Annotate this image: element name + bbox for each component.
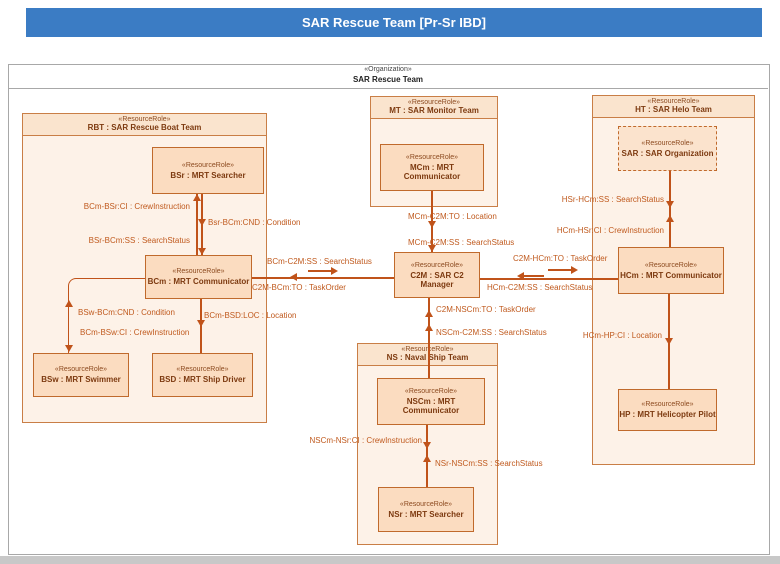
container-ht-name: HT : SAR Helo Team — [635, 105, 712, 114]
arrowhead-down-icon — [197, 320, 205, 327]
arrowhead-down-icon — [198, 248, 206, 255]
connector-c2m-nscm-line — [428, 298, 430, 378]
part-hcm-stereotype: «ResourceRole» — [644, 261, 698, 269]
container-ht-header: «ResourceRole» HT : SAR Helo Team — [593, 96, 754, 118]
container-mt-name: MT : SAR Monitor Team — [389, 106, 479, 115]
part-mcm-name: MCm : MRT Communicator — [403, 163, 461, 181]
connector-label-bcm-bsr-ci: BCm-BSr:CI : CrewInstruction — [83, 202, 190, 211]
arrowhead-right-icon — [331, 267, 338, 275]
container-ns-header: «ResourceRole» NS : Naval Ship Team — [358, 344, 497, 366]
connector-label-bsr-bcm-ss: BSr-BCm:SS : SearchStatus — [88, 236, 190, 245]
container-mt-header: «ResourceRole» MT : SAR Monitor Team — [371, 97, 497, 119]
part-c2m-name: C2M : SAR C2 Manager — [410, 270, 464, 289]
arrowhead-left-icon — [290, 273, 297, 281]
arrowhead-down-icon — [65, 345, 73, 352]
arrowhead-down-icon — [665, 338, 673, 345]
container-rbt-header: «ResourceRole» RBT : SAR Rescue Boat Tea… — [23, 114, 266, 136]
connector-label-mcm-c2m-to: MCm-C2M:TO : Location — [408, 212, 497, 221]
arrowhead-down-icon — [666, 201, 674, 208]
connector-label-mcm-c2m-ss: MCm-C2M:SS : SearchStatus — [408, 238, 515, 247]
part-hp-stereotype: «ResourceRole» — [641, 401, 694, 408]
part-nsr[interactable]: «ResourceRole» NSr : MRT Searcher — [378, 487, 474, 532]
container-ns-stereotype: «ResourceRole» — [358, 346, 497, 353]
connector-bcm-c2m-line — [252, 277, 394, 279]
arrowhead-left-icon — [517, 272, 524, 280]
part-bsr-name: BSr : MRT Searcher — [170, 170, 246, 180]
arrowhead-up-icon — [425, 310, 433, 317]
connector-label-hsr-hcm-ss: HSr-HCm:SS : SearchStatus — [561, 195, 664, 204]
part-nsr-stereotype: «ResourceRole» — [399, 500, 453, 508]
connector-label-c2m-nscm-to: C2M-NSCm:TO : TaskOrder — [436, 305, 536, 314]
part-bsd[interactable]: «ResourceRole» BSD : MRT Ship Driver — [152, 353, 253, 397]
part-nscm-stereotype: «ResourceRole» — [404, 388, 458, 395]
arrowhead-down-icon — [198, 219, 206, 226]
container-ht-stereotype: «ResourceRole» — [647, 98, 700, 105]
connector-label-nscm-nsr-ci: NSCm-NSr:CI : CrewInstruction — [309, 436, 422, 445]
part-nscm[interactable]: «ResourceRole» NSCm : MRT Communicator — [377, 378, 485, 425]
arrowhead-up-icon — [666, 215, 674, 222]
bottom-strip — [0, 556, 780, 564]
part-bsd-stereotype: «ResourceRole» — [176, 366, 229, 373]
part-bsw[interactable]: «ResourceRole» BSw : MRT Swimmer — [33, 353, 129, 397]
part-sar-name: SAR : SAR Organization — [621, 148, 714, 158]
arrowhead-up-icon — [193, 194, 201, 201]
arrowhead-up-icon — [65, 300, 73, 307]
connector-label-hcm-hsr-ci: HCm-HSr:CI : CrewInstruction — [556, 226, 664, 235]
part-hp[interactable]: «ResourceRole» HP : MRT Helicopter Pilot — [618, 389, 717, 431]
part-nsr-name: NSr : MRT Searcher — [388, 509, 464, 519]
organization-name: SAR Rescue Team — [352, 75, 424, 84]
part-hp-name: HP : MRT Helicopter Pilot — [619, 410, 716, 419]
part-bcm-stereotype: «ResourceRole» — [172, 268, 225, 275]
container-mt-stereotype: «ResourceRole» — [407, 99, 461, 106]
part-bsw-name: BSw : MRT Swimmer — [41, 375, 121, 384]
part-bsd-name: BSD : MRT Ship Driver — [159, 375, 246, 384]
connector-label-bcm-c2m-ss: BCm-C2M:SS : SearchStatus — [267, 257, 372, 266]
connector-label-nsr-nscm-ss: NSr-NSCm:SS : SearchStatus — [435, 459, 543, 468]
part-mcm[interactable]: «ResourceRole» MCm : MRT Communicator — [380, 144, 484, 191]
part-bsw-stereotype: «ResourceRole» — [54, 366, 108, 373]
part-bcm[interactable]: «ResourceRole» BCm : MRT Communicator — [145, 255, 252, 299]
flow-arrow-bcm-c2m — [308, 270, 332, 272]
part-mcm-stereotype: «ResourceRole» — [405, 154, 459, 161]
part-bcm-name: BCm : MRT Communicator — [147, 277, 250, 286]
flow-arrow-hcm-c2m — [524, 275, 544, 277]
connector-label-nscm-c2m-ss: NSCm-C2M:SS : SearchStatus — [436, 328, 547, 337]
arrowhead-down-icon — [428, 245, 436, 252]
connector-label-bcm-bsd-loc: BCm-BSD:LOC : Location — [204, 311, 297, 320]
arrowhead-up-icon — [425, 324, 433, 331]
part-hcm-name: HCm : MRT Communicator — [620, 270, 722, 280]
part-bsr-stereotype: «ResourceRole» — [181, 161, 235, 169]
part-sar-stereotype: «ResourceRole» — [641, 139, 694, 147]
part-bsr[interactable]: «ResourceRole» BSr : MRT Searcher — [152, 147, 264, 194]
arrowhead-down-icon — [423, 442, 431, 449]
connector-label-hcm-c2m-ss: HCm-C2M:SS : SearchStatus — [487, 283, 593, 292]
arrowhead-right-icon — [571, 266, 578, 274]
connector-sar-hcm-line — [669, 171, 671, 247]
container-rbt-name: RBT : SAR Rescue Boat Team — [87, 123, 202, 132]
connector-c2m-hcm-line — [480, 278, 618, 280]
organization-stereotype: «Organization» — [364, 66, 412, 73]
flow-arrow-c2m-hcm — [548, 269, 572, 271]
part-c2m-stereotype: «ResourceRole» — [410, 261, 464, 269]
connector-bsr-bcm-line1 — [196, 194, 198, 255]
part-sar[interactable]: «ResourceRole» SAR : SAR Organization — [618, 126, 717, 171]
connector-label-c2m-hcm-to: C2M-HCm:TO : TaskOrder — [513, 254, 608, 263]
diagram-title-bar: SAR Rescue Team [Pr-Sr IBD] — [26, 8, 762, 37]
frame-header-separator — [9, 88, 768, 89]
connector-label-bsr-bcm-cnd: Bsr-BCm:CND : Condition — [208, 218, 301, 227]
part-c2m[interactable]: «ResourceRole» C2M : SAR C2 Manager — [394, 252, 480, 298]
part-hcm[interactable]: «ResourceRole» HCm : MRT Communicator — [618, 247, 724, 294]
connector-bcm-bsw-corner — [68, 278, 145, 353]
arrowhead-down-icon — [428, 221, 436, 228]
connector-label-c2m-bcm-to: C2M-BCm:TO : TaskOrder — [252, 283, 346, 292]
container-rbt-stereotype: «ResourceRole» — [118, 116, 171, 123]
part-nscm-name: NSCm : MRT Communicator — [402, 397, 460, 415]
connector-label-hcm-hp-ci: HCm-HP:CI : Location — [582, 331, 662, 340]
connector-label-bsw-bcm-cnd: BSw-BCm:CND : Condition — [78, 308, 175, 317]
connector-label-bcm-bsw-ci: BCm-BSw:CI : CrewInstruction — [80, 328, 190, 337]
container-ns-name: NS : Naval Ship Team — [386, 353, 469, 362]
arrowhead-up-icon — [423, 455, 431, 462]
